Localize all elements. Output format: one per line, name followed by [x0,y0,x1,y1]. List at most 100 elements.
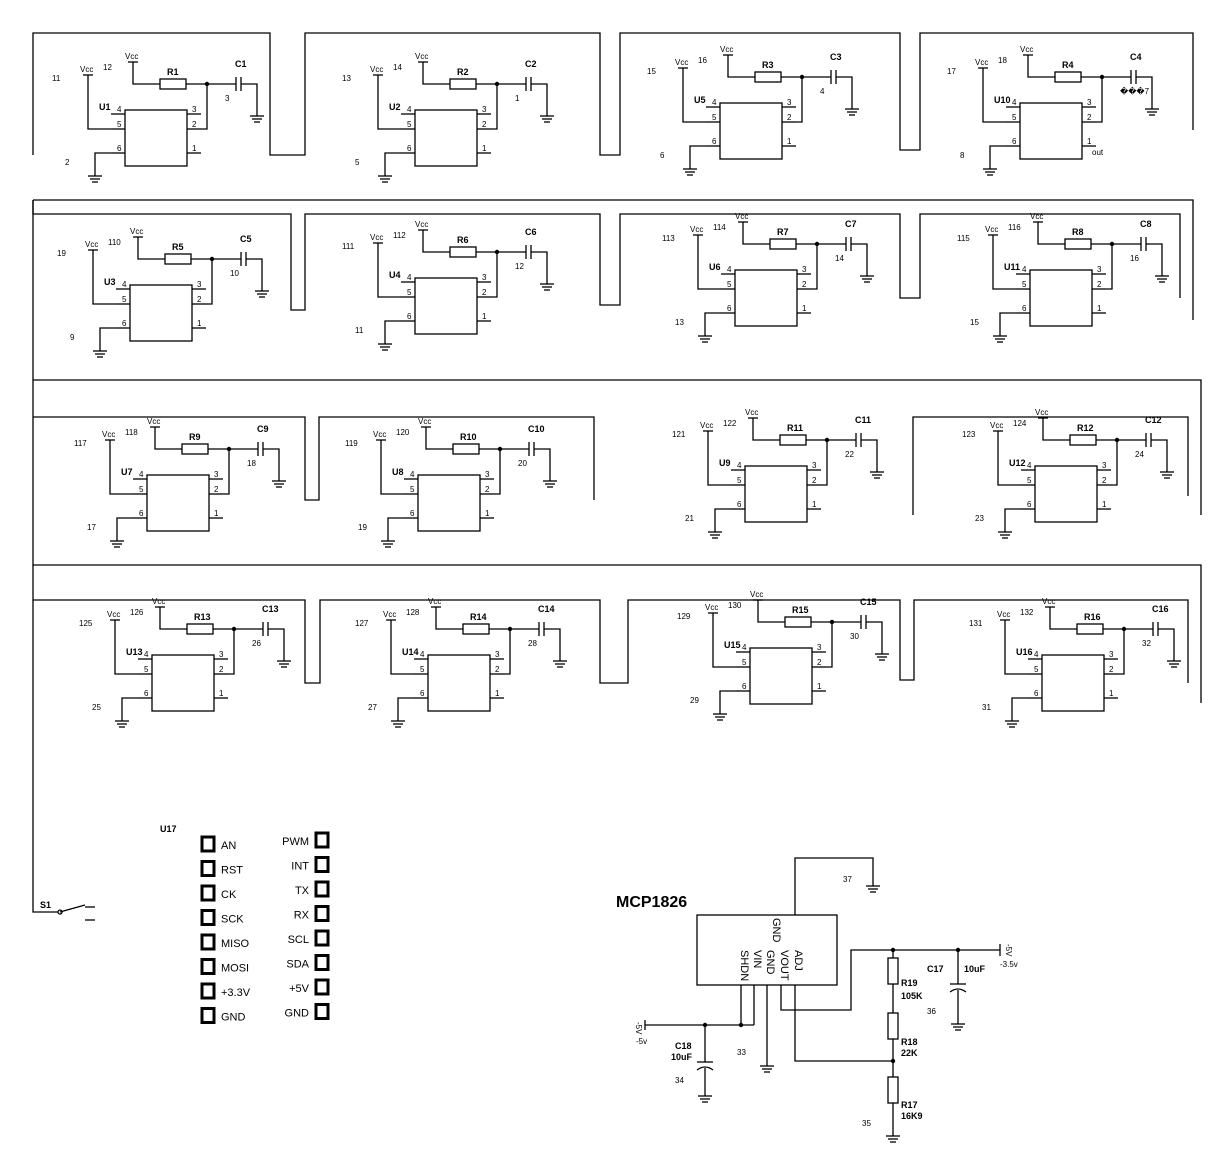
feedback-wire [796,77,803,123]
resistor-r6 [449,246,477,258]
vcc-r-wire [1049,607,1077,630]
output-label: out [1092,148,1104,157]
pin-number: 1 [214,509,219,518]
cap-gnd-wire [866,621,883,646]
capacitor-label: C13 [262,604,279,614]
header-pin-label: CK [221,889,237,901]
vcc-label: Vcc [705,603,718,612]
ic-designator: U5 [694,95,706,105]
resistor-label: R15 [792,605,809,615]
net-label-vcc: 120 [396,428,410,437]
cap-gnd-wire [1158,628,1175,653]
net-label-in: 127 [355,619,369,628]
vcc-label: Vcc [130,227,143,236]
c17-label: C17 [927,964,944,974]
resistor-r8 [1064,238,1092,250]
resistor-r5 [164,253,192,265]
vcc-r-wire [752,418,780,441]
ground-icon [272,473,286,488]
resistor-r17 [887,1076,899,1104]
cap-gnd-wire [263,448,280,473]
net-label-c: 32 [1142,639,1151,648]
r17-label: R17 [901,1100,918,1110]
feedback-wire [1096,77,1103,123]
net-label-in: 121 [672,430,686,439]
header-pin-right [314,1003,330,1020]
ground-icon [1005,713,1019,728]
cap-gnd-wire [836,76,853,101]
vout-port-label: -5V [1004,944,1013,957]
pin-number: 4 [122,280,127,289]
ic-designator: U6 [709,262,721,272]
feedback-wire [206,259,213,305]
cap-gnd-wire [544,628,561,653]
header-pin-label: +3.3V [221,987,251,999]
net-label-vcc: 18 [998,56,1007,65]
header-pin-label: GND [285,1008,310,1020]
net-label-in: 11 [52,74,61,83]
ic-u12 [1034,465,1098,523]
net-label-in: 129 [677,612,691,621]
pin-number: 5 [737,476,742,485]
net-label-vcc: 14 [393,63,402,72]
gnd-wire [999,312,1016,328]
vcc-r-wire [1037,222,1065,245]
pin-number: 4 [737,461,742,470]
header-pin-left [200,982,216,1000]
ground-icon [698,328,712,343]
r19-value: 105K [901,991,923,1001]
pin-number: 6 [1034,689,1039,698]
pin-number: 6 [407,144,412,153]
pin-number: 5 [420,665,425,674]
net-label-c: 18 [247,459,256,468]
r18-value: 22K [901,1048,918,1058]
r18-label: R18 [901,1037,918,1047]
feedback-wire [491,84,498,130]
vcc-input-wire [377,243,401,298]
cap-gnd-wire [1146,243,1163,268]
resistor-r18 [887,1012,899,1040]
pin-number: 6 [712,137,717,146]
vcc-label: Vcc [997,610,1010,619]
vcc-label: Vcc [415,220,428,229]
ground-icon [378,336,392,351]
ground-icon [553,653,567,668]
regulator-pin-label: VOUT [778,950,790,981]
net-label-c: 30 [850,632,859,641]
header-pin-right [314,880,330,898]
net-label-gnd: 6 [660,151,665,160]
vcc-label: Vcc [975,58,988,67]
header-pin-left [200,958,216,975]
gnd-wire [384,152,401,168]
pin-number: 3 [482,105,487,114]
vcc-input-wire [697,235,721,290]
ic-u1 [124,109,188,167]
ground-icon [708,524,722,539]
net-label-vcc: 116 [1008,223,1021,232]
r17-value: 16K9 [901,1111,923,1121]
gnd-wire [719,690,736,706]
ic-designator: U13 [126,647,143,657]
ground-icon [993,328,1007,343]
vcc-input-wire [377,75,401,130]
pin-number: 3 [482,273,487,282]
net-label-gnd: 19 [358,523,367,532]
pin-number: 3 [812,461,817,470]
switch-wire [32,600,58,913]
pin-number: 1 [1087,137,1092,146]
pin-number: 2 [1102,476,1107,485]
net-label-c: 14 [835,254,844,263]
pin-number: 2 [1109,665,1114,674]
ground-icon [860,268,874,283]
ic-u10 [1019,102,1083,160]
pin-number: 6 [144,689,149,698]
pin-number: 3 [192,105,197,114]
